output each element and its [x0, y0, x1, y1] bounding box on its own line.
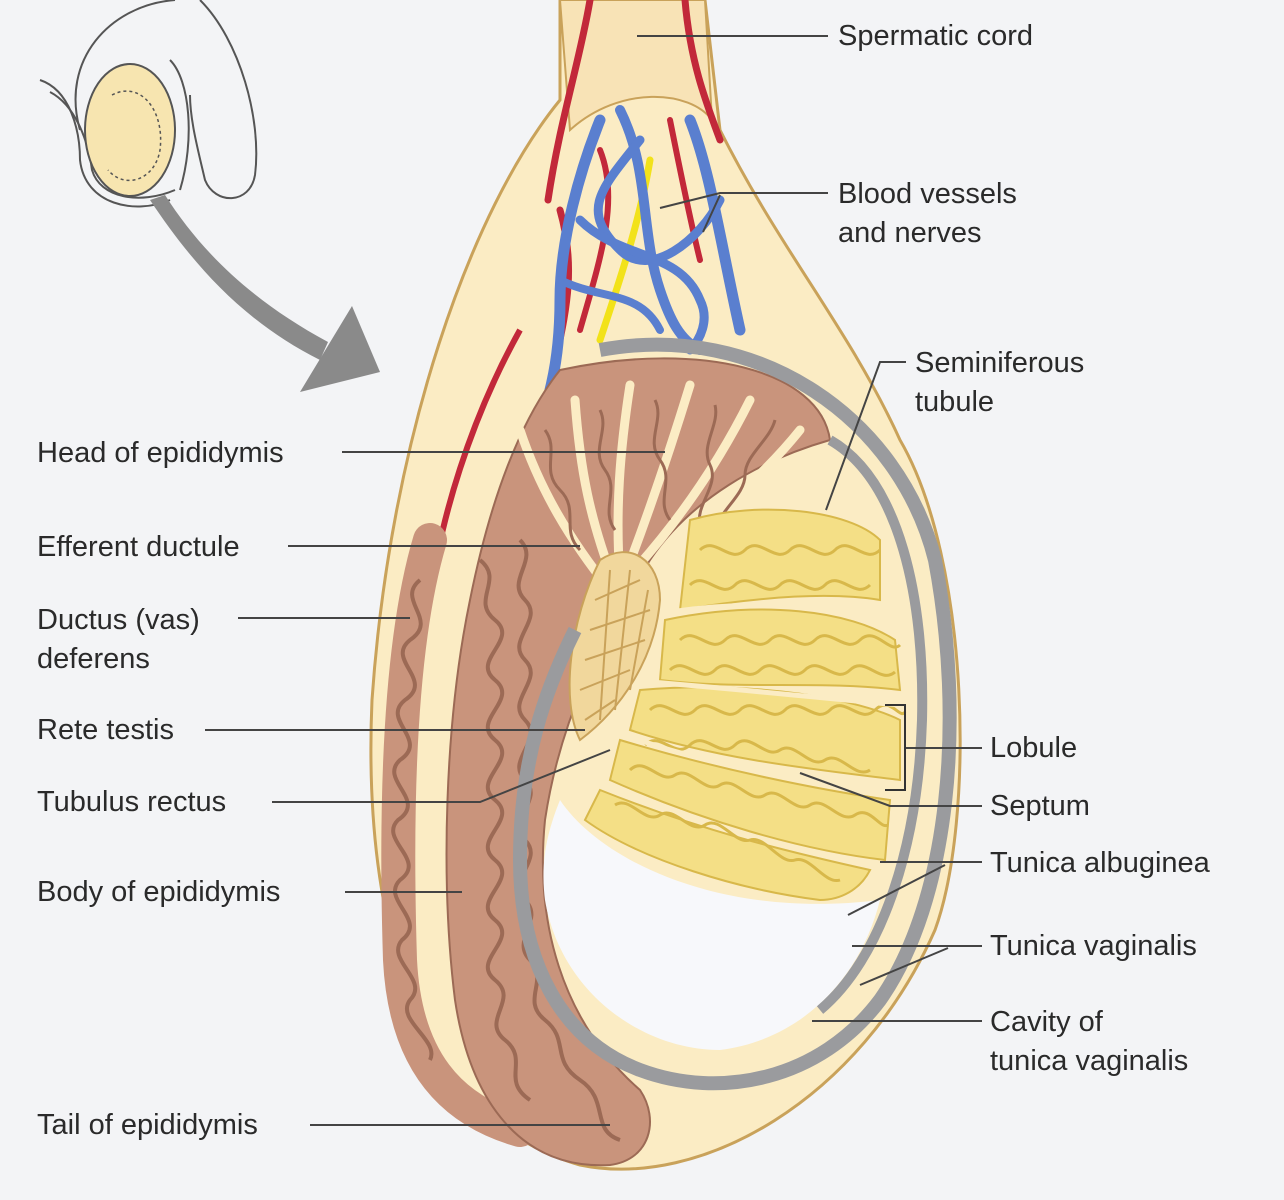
leader-blood-vessels	[659, 192, 828, 209]
rete-testis-mesh	[579, 569, 651, 721]
leader-tubulus-rectus	[272, 749, 611, 803]
label-ductus-line2: deferens	[37, 643, 150, 675]
label-blood-vessels-line1: Blood vessels	[838, 178, 1017, 210]
cavity-region	[543, 800, 880, 1050]
label-spermatic-cord: Spermatic cord	[838, 20, 1034, 52]
label-body-of-epididymis: Body of epididymis	[37, 876, 281, 908]
label-blood-vessels-line2: and nerves	[838, 217, 982, 249]
label-tunica-vaginalis: Tunica vaginalis	[990, 930, 1197, 962]
label-septum: Septum	[990, 790, 1090, 822]
tunica-vaginalis-band	[512, 337, 957, 1091]
ductus-deferens-coil	[391, 578, 434, 1061]
blood-vessels	[544, 0, 746, 396]
label-tubulus-rectus: Tubulus rectus	[37, 786, 227, 818]
label-tunica-albuginea: Tunica albuginea	[990, 847, 1210, 879]
label-cavity-line2: tunica vaginalis	[990, 1045, 1189, 1077]
pointer-arrow	[150, 195, 380, 392]
leader-tunica-albuginea-2	[847, 864, 946, 916]
label-efferent-ductule: Efferent ductule	[37, 531, 240, 563]
ductus-deferens-tube	[381, 523, 537, 1147]
label-rete-testis: Rete testis	[37, 714, 174, 746]
inset-outline	[39, 0, 258, 208]
label-ductus-line1: Ductus (vas)	[37, 604, 200, 636]
label-seminiferous-line2: tubule	[915, 386, 995, 418]
label-cavity-line1: Cavity of	[990, 1006, 1103, 1038]
tubule-coils	[614, 544, 907, 882]
leader-blood-vessels-2	[702, 194, 721, 233]
lobule-bracket	[885, 704, 906, 791]
leader-septum	[799, 772, 982, 807]
septa	[624, 602, 901, 793]
label-lobule: Lobule	[990, 732, 1078, 764]
label-head-of-epididymis: Head of epididymis	[37, 437, 284, 469]
tunica-inner-wall	[816, 435, 928, 1014]
label-seminiferous-line1: Seminiferous	[915, 347, 1085, 379]
label-tail-of-epididymis: Tail of epididymis	[37, 1109, 258, 1141]
leader-lines	[205, 35, 982, 1126]
leader-seminiferous	[825, 361, 906, 511]
leader-tunica-vaginalis-2	[859, 947, 949, 986]
